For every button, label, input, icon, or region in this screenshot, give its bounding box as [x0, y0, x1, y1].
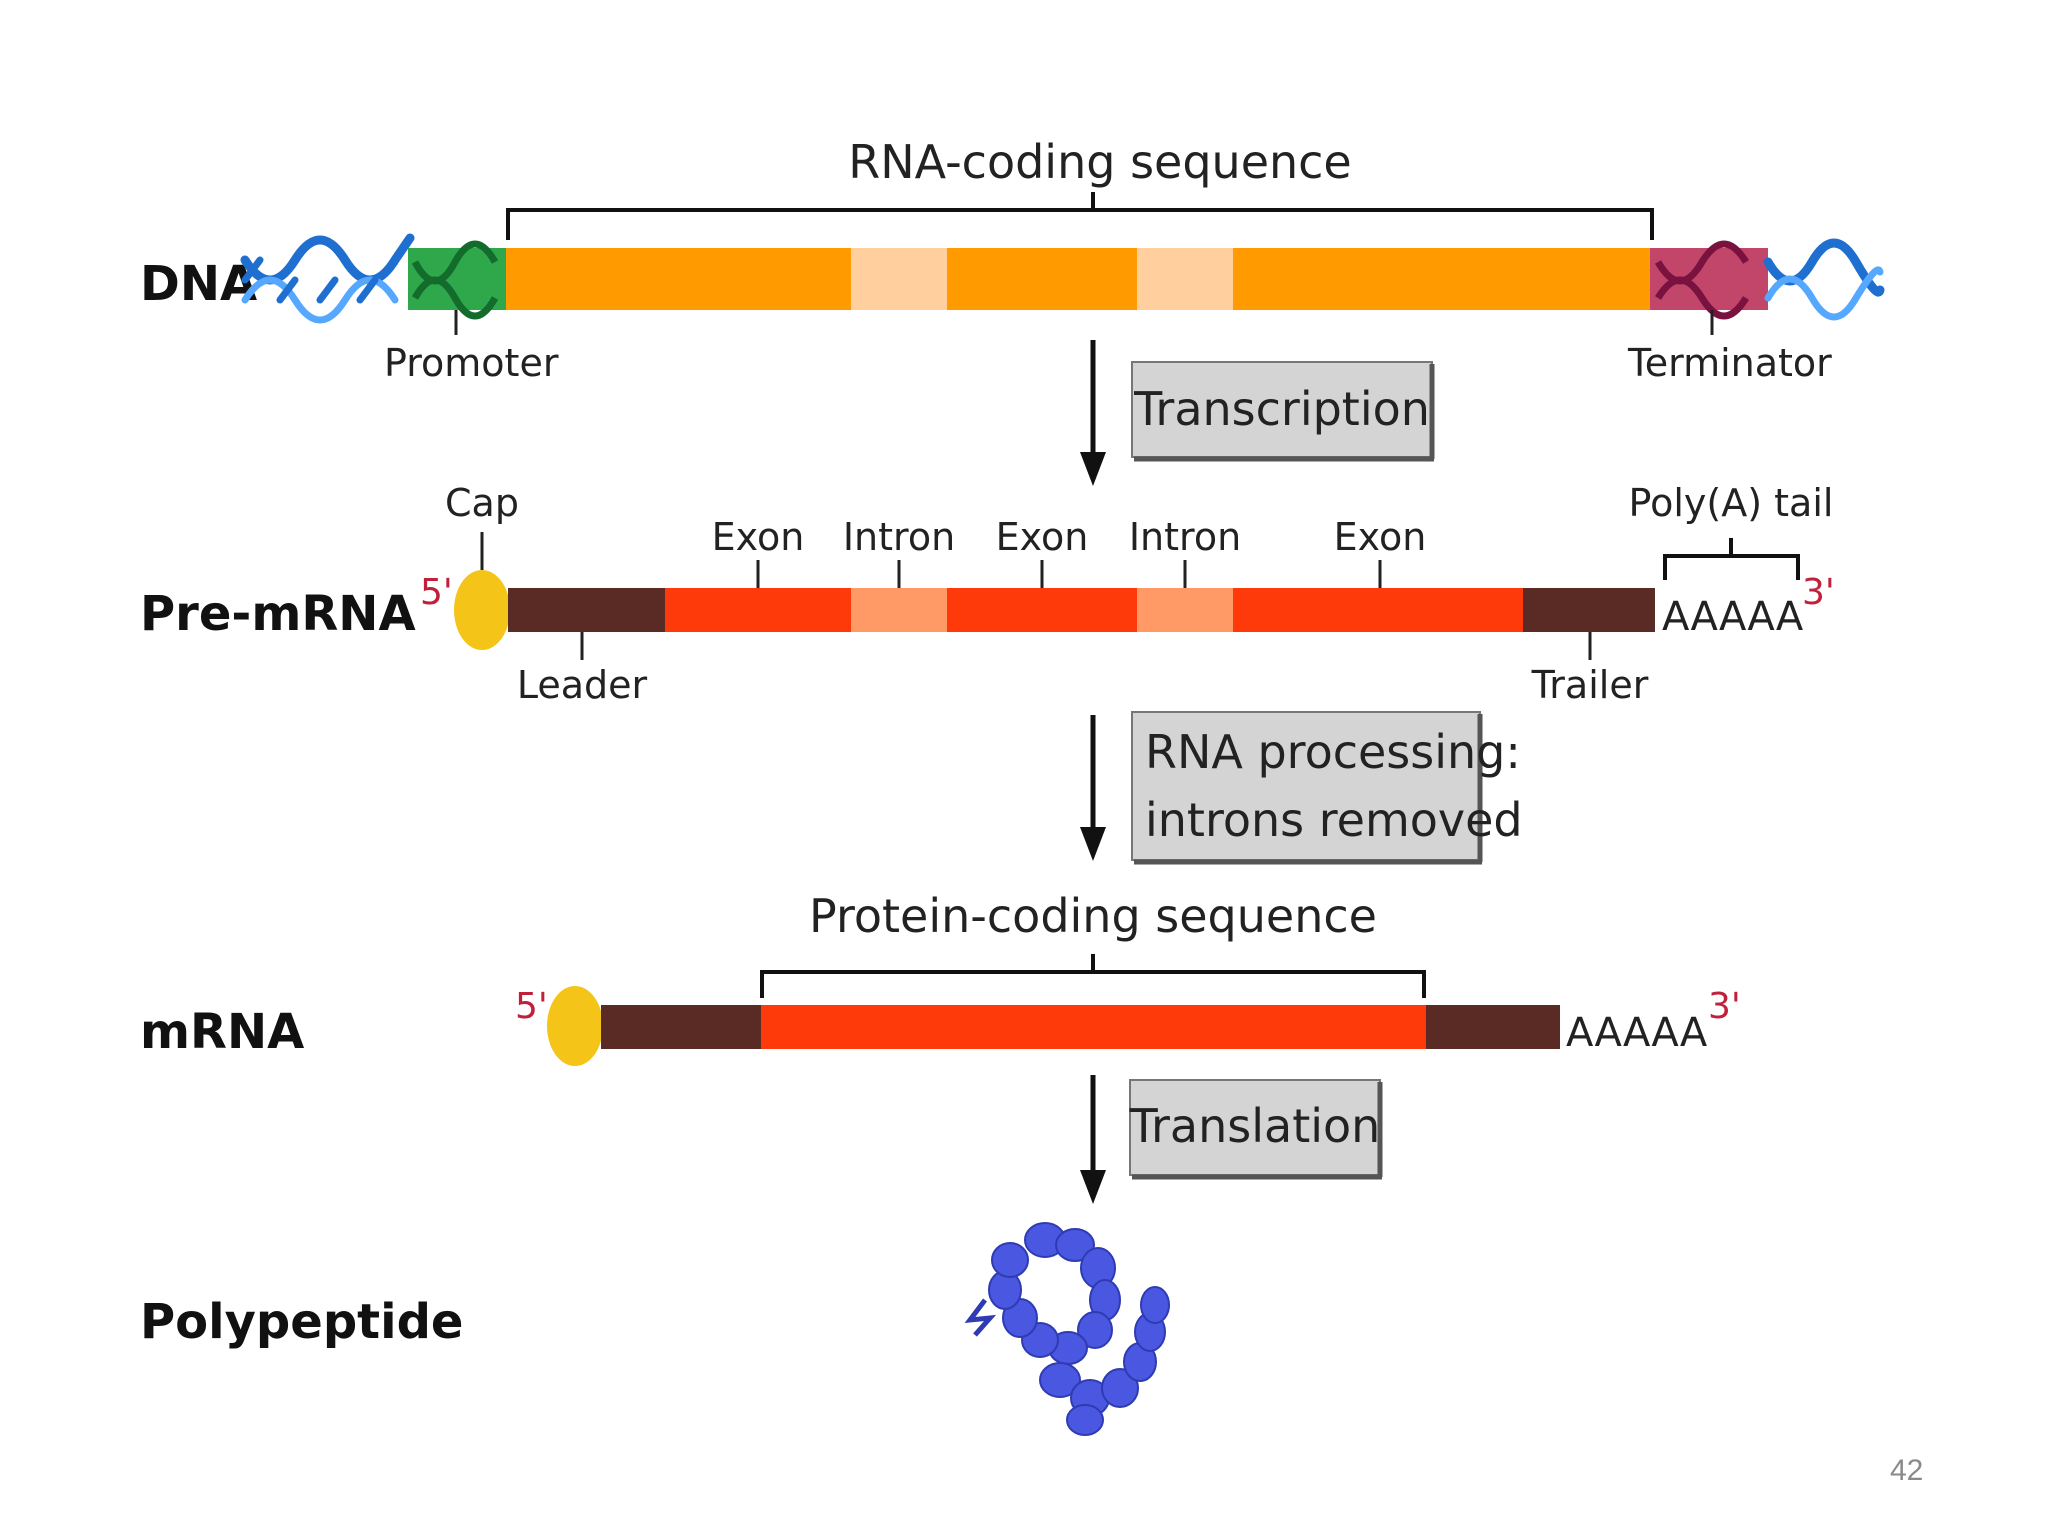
exon-2-label: Exon: [996, 515, 1089, 559]
processing-label-line2: introns removed: [1145, 793, 1523, 847]
transcription-label: Transcription: [1133, 382, 1430, 436]
page-number: 42: [1890, 1454, 1924, 1487]
protein-coding-bracket: [760, 954, 1426, 998]
processing-label-line1: RNA processing:: [1145, 725, 1521, 779]
trailer-label: Trailer: [1531, 663, 1649, 707]
pre-mrna-leader: [508, 588, 665, 632]
row-label-mrna: mRNA: [140, 1004, 304, 1060]
mrna-3prime: 3': [1708, 986, 1741, 1027]
exon-1-label: Exon: [712, 515, 805, 559]
row-label-pre-mrna: Pre-mRNA: [140, 586, 416, 642]
dna-exon-2: [947, 248, 1137, 310]
leader-label: Leader: [517, 663, 648, 707]
dna-helix-left: [240, 233, 415, 324]
polypeptide-chain-icon: [964, 1222, 1170, 1436]
mrna-coding-region: [761, 1005, 1426, 1049]
translation-arrow: [1080, 1075, 1106, 1204]
dna-exon-1: [506, 248, 851, 310]
row-label-dna: DNA: [140, 256, 257, 312]
terminator-label: Terminator: [1627, 341, 1832, 385]
poly-a-tail-label: Poly(A) tail: [1629, 481, 1834, 525]
dna-intron-1: [851, 248, 947, 310]
mrna-trailer: [1426, 1005, 1560, 1049]
rna-coding-sequence-label: RNA-coding sequence: [848, 135, 1351, 189]
dna-exon-3: [1233, 248, 1650, 310]
translation-label: Translation: [1129, 1099, 1381, 1153]
intron-2-label: Intron: [1129, 515, 1241, 559]
dna-intron-2: [1137, 248, 1233, 310]
pre-mrna-3prime: 3': [1802, 572, 1835, 613]
pre-mrna-exon-1: [665, 588, 851, 632]
pre-mrna-trailer: [1523, 588, 1655, 632]
terminator-helix: [1654, 240, 1749, 320]
translation-box: [1129, 1079, 1381, 1176]
pre-mrna-exon-3: [1233, 588, 1523, 632]
mrna-cap: [547, 986, 603, 1066]
pre-mrna-cap: [454, 570, 510, 650]
dna-helix-right: [1763, 238, 1885, 321]
mrna-leader: [601, 1005, 761, 1049]
poly-a-bracket: [1663, 538, 1800, 580]
pre-mrna-poly-a: AAAAA: [1662, 594, 1804, 640]
pre-mrna-intron-1: [851, 588, 947, 632]
promoter-helix: [411, 240, 499, 320]
promoter-label: Promoter: [384, 341, 559, 385]
pre-mrna-intron-2: [1137, 588, 1233, 632]
intron-1-label: Intron: [843, 515, 955, 559]
transcription-arrow: [1080, 340, 1106, 486]
pre-mrna-5prime: 5': [420, 572, 453, 613]
pre-mrna-exon-2: [947, 588, 1137, 632]
cap-label: Cap: [445, 481, 519, 525]
exon-3-label: Exon: [1334, 515, 1427, 559]
row-label-polypeptide: Polypeptide: [140, 1294, 463, 1350]
rna-coding-bracket: [506, 192, 1654, 240]
processing-box: [1131, 711, 1481, 861]
processing-arrow: [1080, 715, 1106, 861]
mrna-5prime: 5': [515, 986, 548, 1027]
protein-coding-sequence-label: Protein-coding sequence: [809, 889, 1377, 943]
mrna-poly-a: AAAAA: [1566, 1010, 1708, 1056]
